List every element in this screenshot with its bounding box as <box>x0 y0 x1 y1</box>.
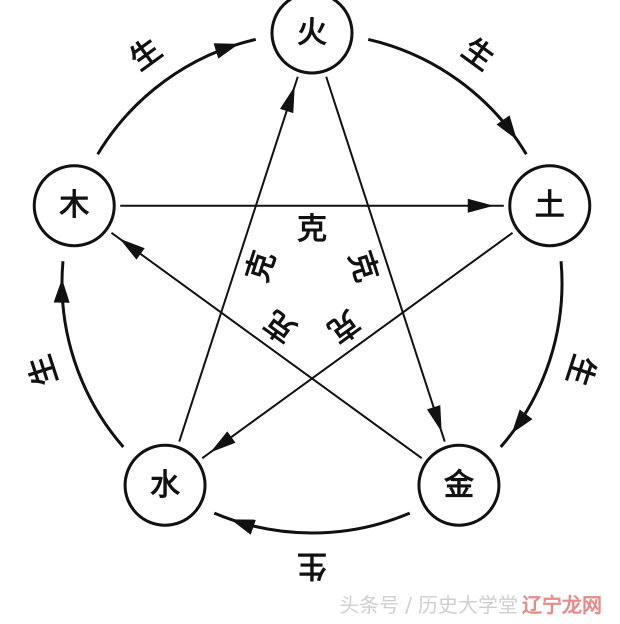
generate-arrowhead-water <box>230 519 256 535</box>
overcome-arrowhead-metal <box>426 405 442 432</box>
generate-label-wood-fire: 生 <box>124 32 169 78</box>
node-earth-circle <box>508 164 592 248</box>
overcome-arrowhead-wood <box>119 238 145 260</box>
overcome-label-water-fire: 克 <box>240 247 283 286</box>
node-water-circle <box>123 443 207 527</box>
generate-arrowhead-wood <box>53 278 70 303</box>
overcome-arrowhead-earth <box>467 198 494 213</box>
overcome-label-metal-wood: 克 <box>258 303 303 349</box>
overcome-arrowhead-fire <box>280 86 295 114</box>
overcome-arrowhead-water <box>210 431 236 453</box>
node-earth-label: 土 <box>535 188 565 223</box>
watermark-brand: 辽宁龙网 <box>522 593 602 617</box>
generate-label-metal-water: 生 <box>297 548 327 583</box>
generate-arc-wood-to-fire <box>96 37 257 156</box>
node-fire: 火 <box>270 0 354 75</box>
node-fire-circle <box>270 0 354 75</box>
overcome-chord-earth-to-water <box>201 231 514 460</box>
generate-label-water-wood: 生 <box>23 350 66 389</box>
node-wood-circle <box>32 164 116 248</box>
overcome-chord-water-to-fire <box>178 76 299 442</box>
node-metal: 金 <box>417 443 501 527</box>
node-fire-label: 火 <box>297 16 327 51</box>
node-metal-label: 金 <box>443 468 475 503</box>
generate-label-earth-metal: 生 <box>559 350 602 389</box>
node-water-label: 水 <box>150 468 181 503</box>
node-water: 水 <box>123 443 207 527</box>
node-wood-label: 木 <box>58 188 89 223</box>
edge-labels: 生生生生生克克克克克 <box>23 32 602 583</box>
generate-arcs <box>53 37 564 535</box>
generate-arc-fire-to-earth <box>367 37 528 156</box>
generate-arrowhead-fire <box>213 43 239 59</box>
overcome-chord-metal-to-wood <box>110 231 423 460</box>
overcome-chords <box>110 76 514 460</box>
element-nodes: 火土金 水 木 <box>32 0 592 527</box>
overcome-label-fire-metal: 克 <box>341 247 384 286</box>
overcome-chord-fire-to-metal <box>325 76 446 442</box>
generate-label-fire-earth: 生 <box>455 32 500 78</box>
watermark-separator: / <box>405 593 412 617</box>
generate-arc-water-to-wood <box>60 261 125 448</box>
watermark-source: 头条号 <box>339 593 400 617</box>
generate-arrowhead-metal <box>511 409 533 434</box>
watermark: 头条号/历史大学堂辽宁龙网 <box>339 589 606 618</box>
overcome-label-wood-earth: 克 <box>297 212 327 247</box>
node-metal-circle <box>417 443 501 527</box>
generate-arrowhead-earth <box>496 115 517 140</box>
node-earth: 土 <box>508 164 592 248</box>
watermark-author: 历史大学堂 <box>418 593 518 617</box>
node-wood: 木 <box>32 164 116 248</box>
overcome-label-earth-water: 克 <box>321 303 366 349</box>
